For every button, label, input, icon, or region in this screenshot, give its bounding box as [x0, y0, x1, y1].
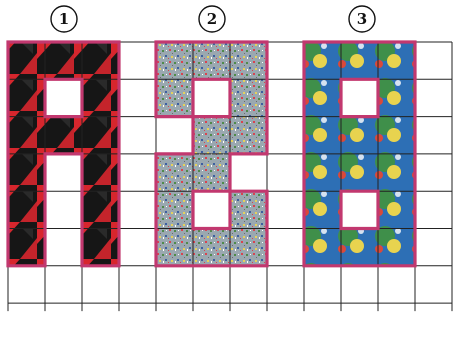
label-1-badge: 1 [51, 6, 77, 32]
shape-1-cell [8, 117, 45, 154]
shape-3-cell [304, 229, 341, 266]
shape-1-cell [8, 79, 45, 116]
shape-1-cell [82, 191, 119, 228]
shape-1-cell [8, 191, 45, 228]
shape-1-cell [82, 154, 119, 191]
shape-3-cell [304, 191, 341, 228]
shape-3-cell [378, 79, 415, 116]
shape-1-cell [8, 229, 45, 266]
shape-3-cell [341, 117, 378, 154]
shape-2-cell [156, 229, 193, 266]
label-number: 2 [207, 10, 217, 28]
shape-3-cell [378, 42, 415, 79]
shape-1-cell [8, 42, 45, 79]
label-number: 1 [59, 10, 69, 28]
shape-3-cell [378, 117, 415, 154]
shape-2-cell [156, 154, 193, 191]
shape-2-cell [156, 191, 193, 228]
shape-3-cell [341, 229, 378, 266]
shape-1-cell [82, 79, 119, 116]
shape-3-cell [378, 154, 415, 191]
shape-2-cell [230, 42, 267, 79]
label-2-badge: 2 [199, 6, 225, 32]
shape-1-cell [45, 117, 82, 154]
shape-3-cell [304, 79, 341, 116]
shape-3-cell [304, 117, 341, 154]
shape-3-cell [341, 154, 378, 191]
shape-3-cell [304, 42, 341, 79]
shape-1-cell [82, 229, 119, 266]
shape-2-cell [193, 42, 230, 79]
shape-3-cell [341, 42, 378, 79]
shape-2-cell [230, 117, 267, 154]
shape-2-cell [156, 79, 193, 116]
shape-3-cell [378, 229, 415, 266]
shape-2-cell [230, 191, 267, 228]
shape-3-cell [378, 191, 415, 228]
label-number: 3 [357, 10, 367, 28]
shape-2-cell [156, 42, 193, 79]
shape-1-cell [45, 42, 82, 79]
shape-2-cell [193, 117, 230, 154]
shape-1-cell [8, 154, 45, 191]
shape-2-cell [230, 79, 267, 116]
shape-1-cell [82, 42, 119, 79]
label-3-badge: 3 [349, 6, 375, 32]
shape-3-cell [304, 154, 341, 191]
shape-2-cell [193, 154, 230, 191]
shape-2-cell [193, 229, 230, 266]
shape-2-cell [230, 229, 267, 266]
shape-1-cell [82, 117, 119, 154]
